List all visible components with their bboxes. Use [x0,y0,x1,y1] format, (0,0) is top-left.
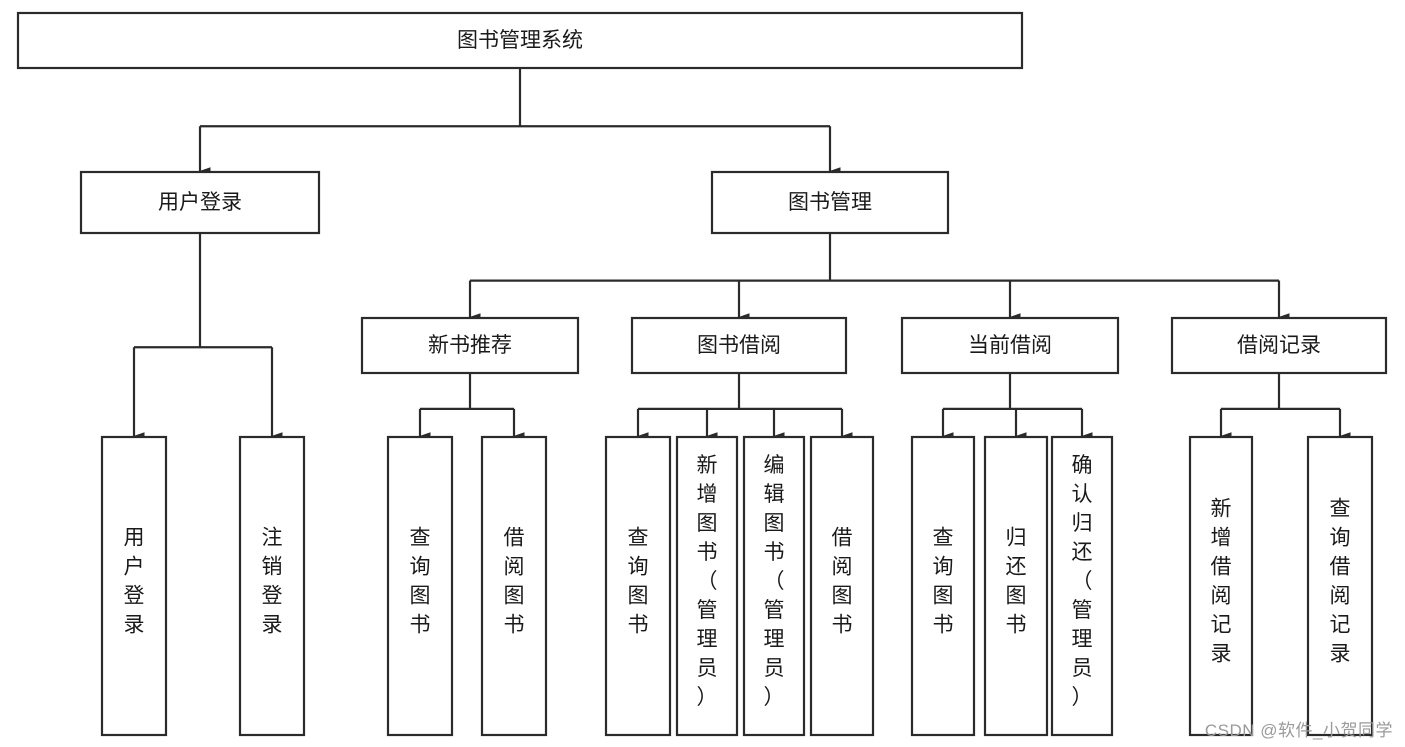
node-leaf-bb-borrow-box[interactable] [809,435,875,737]
node-user-login[interactable]: 用户登录 [79,170,321,235]
node-book-manage-label: 图书管理 [788,191,872,214]
node-leaf-user-logout-label: 注销登录 [262,527,283,637]
node-leaf-cb-confirm-label: 确认归还（管理员） [1072,454,1093,709]
node-leaf-user-logout-box[interactable] [238,435,306,737]
node-leaf-br-query[interactable]: 查询借阅记录 [1306,435,1374,737]
node-root-box[interactable] [16,11,1024,70]
node-current-borrow-box[interactable] [900,316,1120,375]
node-borrow-record-box[interactable] [1170,316,1388,375]
node-user-login-label: 用户登录 [158,191,242,214]
node-leaf-bb-edit[interactable]: 编辑图书（管理员） [742,435,806,737]
node-leaf-br-query-label: 查询借阅记录 [1330,498,1351,666]
node-book-borrow-label: 图书借阅 [697,334,781,357]
node-leaf-user-login-label: 用户登录 [124,527,145,637]
node-leaf-rec-borrow-label: 借阅图书 [504,527,525,637]
node-leaf-bb-edit-box[interactable] [742,435,806,737]
node-root[interactable]: 图书管理系统 [16,11,1024,70]
node-leaf-rec-query[interactable]: 查询图书 [386,435,454,737]
node-leaf-user-login[interactable]: 用户登录 [100,435,168,737]
node-leaf-bb-borrow-label: 借阅图书 [832,527,853,637]
connector-layer [132,68,1351,440]
node-leaf-bb-add[interactable]: 新增图书（管理员） [675,435,739,737]
node-leaf-br-query-box[interactable] [1306,435,1374,737]
node-leaf-br-add[interactable]: 新增借阅记录 [1188,435,1254,737]
node-new-book-rec-label: 新书推荐 [428,334,512,357]
node-leaf-bb-add-box[interactable] [675,435,739,737]
node-current-borrow-label: 当前借阅 [968,334,1052,357]
node-borrow-record-label: 借阅记录 [1237,334,1321,357]
node-leaf-rec-query-box[interactable] [386,435,454,737]
node-book-borrow[interactable]: 图书借阅 [630,316,848,375]
node-new-book-rec[interactable]: 新书推荐 [360,316,580,375]
node-leaf-user-logout[interactable]: 注销登录 [238,435,306,737]
node-leaf-cb-return-box[interactable] [983,435,1049,737]
node-book-manage-box[interactable] [710,170,950,235]
node-book-manage[interactable]: 图书管理 [710,170,950,235]
node-leaf-cb-query-label: 查询图书 [933,527,954,637]
node-new-book-rec-box[interactable] [360,316,580,375]
node-leaf-bb-borrow[interactable]: 借阅图书 [809,435,875,737]
node-leaf-bb-edit-label: 编辑图书（管理员） [764,454,785,709]
node-layer: 图书管理系统用户登录图书管理新书推荐图书借阅当前借阅借阅记录用户登录注销登录查询… [16,11,1388,737]
node-leaf-bb-query-label: 查询图书 [628,527,649,637]
node-leaf-cb-confirm-box[interactable] [1050,435,1114,737]
node-book-borrow-box[interactable] [630,316,848,375]
node-current-borrow[interactable]: 当前借阅 [900,316,1120,375]
node-leaf-cb-return-label: 归还图书 [1006,527,1027,637]
node-leaf-br-add-label: 新增借阅记录 [1211,498,1232,666]
node-leaf-cb-confirm[interactable]: 确认归还（管理员） [1050,435,1114,737]
node-leaf-bb-add-label: 新增图书（管理员） [697,454,718,709]
node-root-label: 图书管理系统 [457,29,583,52]
node-leaf-cb-query[interactable]: 查询图书 [910,435,976,737]
node-leaf-br-add-box[interactable] [1188,435,1254,737]
node-leaf-user-login-box[interactable] [100,435,168,737]
node-leaf-cb-query-box[interactable] [910,435,976,737]
node-leaf-bb-query[interactable]: 查询图书 [604,435,672,737]
node-leaf-rec-borrow-box[interactable] [480,435,548,737]
node-leaf-bb-query-box[interactable] [604,435,672,737]
node-leaf-rec-borrow[interactable]: 借阅图书 [480,435,548,737]
node-leaf-rec-query-label: 查询图书 [410,527,431,637]
node-borrow-record[interactable]: 借阅记录 [1170,316,1388,375]
node-user-login-box[interactable] [79,170,321,235]
node-leaf-cb-return[interactable]: 归还图书 [983,435,1049,737]
